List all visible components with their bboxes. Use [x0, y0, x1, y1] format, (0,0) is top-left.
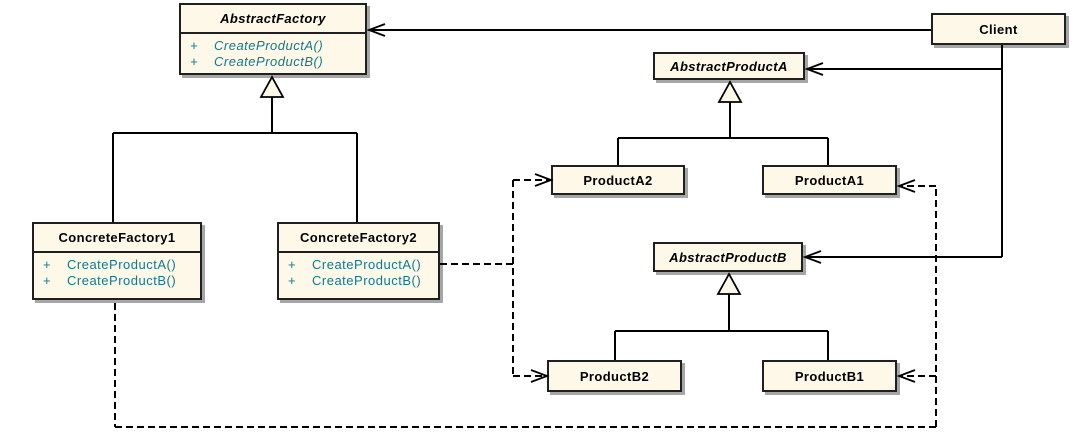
class-name: ProductA2: [583, 172, 653, 188]
class-name-compartment: AbstractFactory: [181, 5, 365, 34]
class-box-product-b1[interactable]: ProductB1: [762, 360, 897, 392]
method-row: + CreateProductA(): [279, 257, 438, 273]
method-name: CreateProductB(): [312, 273, 422, 288]
class-name: ProductA1: [794, 172, 865, 188]
open-arrowhead-icon: [802, 250, 822, 264]
open-arrowhead-icon: [530, 369, 550, 383]
class-box-product-b2[interactable]: ProductB2: [547, 360, 682, 392]
class-name: ConcreteFactory2: [300, 230, 417, 245]
class-name: ConcreteFactory1: [58, 230, 176, 245]
class-name: ProductB2: [579, 368, 650, 384]
method-row: + CreateProductB(): [279, 273, 438, 289]
class-name: Client: [979, 21, 1018, 37]
methods-compartment: + CreateProductA() + CreateProductB(): [181, 34, 365, 70]
method-name: CreateProductA(): [312, 257, 422, 272]
visibility-plus: +: [190, 38, 199, 53]
visibility-plus: +: [190, 54, 199, 69]
class-box-abstract-product-a[interactable]: AbstractProductA: [653, 52, 805, 80]
method-name: CreateProductB(): [67, 273, 177, 288]
class-box-product-a1[interactable]: ProductA1: [762, 165, 897, 195]
visibility-plus: +: [43, 273, 52, 288]
class-name: AbstractProductB: [669, 249, 787, 265]
visibility-plus: +: [43, 257, 52, 272]
class-box-concrete-factory-2[interactable]: ConcreteFactory2 + CreateProductA() + Cr…: [277, 222, 440, 300]
method-row: + CreateProductA(): [181, 38, 365, 54]
methods-compartment: + CreateProductA() + CreateProductB(): [279, 253, 438, 289]
class-name: AbstractFactory: [220, 11, 326, 26]
method-row: + CreateProductB(): [34, 273, 200, 289]
visibility-plus: +: [288, 273, 297, 288]
methods-compartment: + CreateProductA() + CreateProductB(): [34, 253, 200, 289]
class-box-client[interactable]: Client: [931, 13, 1066, 45]
open-arrowhead-icon: [896, 369, 916, 383]
open-arrowhead-icon: [804, 62, 824, 76]
association-client-abstractproducts: [802, 45, 1003, 264]
class-box-abstract-factory[interactable]: AbstractFactory + CreateProductA() + Cre…: [179, 3, 367, 75]
class-box-concrete-factory-1[interactable]: ConcreteFactory1 + CreateProductA() + Cr…: [32, 222, 202, 300]
hollow-triangle-icon: [259, 75, 285, 98]
open-arrowhead-icon: [534, 173, 554, 187]
generalization-products-abstractproducta: [617, 80, 829, 165]
generalization-products-abstractproductb: [614, 272, 829, 360]
open-arrowhead-icon: [896, 179, 916, 193]
method-row: + CreateProductB(): [181, 54, 365, 70]
class-name-compartment: ConcreteFactory2: [279, 224, 438, 253]
class-name: ProductB1: [794, 368, 865, 384]
class-box-abstract-product-b[interactable]: AbstractProductB: [653, 242, 803, 272]
dependency-concretefactory2-products: [440, 173, 554, 383]
association-client-abstractfactory: [366, 23, 931, 37]
method-row: + CreateProductA(): [34, 257, 200, 273]
hollow-triangle-icon: [716, 272, 742, 295]
method-name: CreateProductA(): [214, 38, 324, 53]
generalization-concretefactories-abstractfactory: [112, 75, 358, 222]
visibility-plus: +: [288, 257, 297, 272]
class-name-compartment: ConcreteFactory1: [34, 224, 200, 253]
class-name: AbstractProductA: [670, 58, 788, 74]
method-name: CreateProductA(): [67, 257, 177, 272]
hollow-triangle-icon: [717, 80, 743, 103]
method-name: CreateProductB(): [214, 54, 324, 69]
class-box-product-a2[interactable]: ProductA2: [551, 165, 685, 195]
open-arrowhead-icon: [366, 23, 386, 37]
